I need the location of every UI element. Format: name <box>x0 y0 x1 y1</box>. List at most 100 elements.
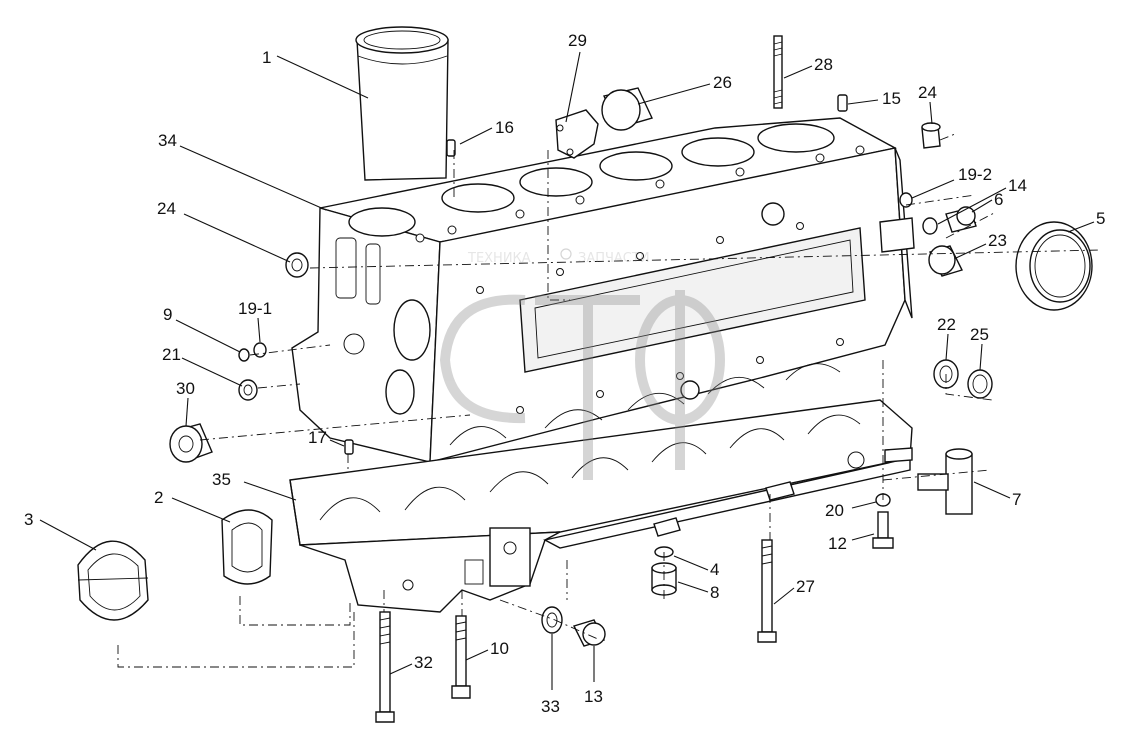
callout-15-label: 15 <box>882 89 901 108</box>
callout-7-label: 7 <box>1012 490 1021 509</box>
watermark-text-right: ЗАПЧАСТИ <box>578 251 650 266</box>
callout-34-label: 34 <box>158 131 177 150</box>
callout-25-label: 25 <box>970 325 989 344</box>
bearing-frame-part <box>289 399 913 613</box>
callout-29: 29 <box>565 31 587 123</box>
bolt-12 <box>872 511 894 549</box>
callout-26: 26 <box>637 73 732 105</box>
callout-12-label: 12 <box>828 534 847 553</box>
callout-8-label: 8 <box>710 583 719 602</box>
bearing-shell-3 <box>77 540 149 621</box>
engine-block-part <box>291 117 915 463</box>
callout-27: 27 <box>773 577 815 605</box>
callout-13-label: 13 <box>584 687 603 706</box>
callout-30-label: 30 <box>176 379 195 398</box>
callout-28: 28 <box>783 55 833 79</box>
callout-24-right: 24 <box>918 83 937 125</box>
gear-icon <box>560 248 572 260</box>
callout-8: 8 <box>677 581 719 602</box>
callout-32-label: 32 <box>414 653 433 672</box>
callout-20: 20 <box>825 501 877 520</box>
cap-clip-right <box>765 481 795 501</box>
plug-cap-26 <box>601 87 653 131</box>
callout-35-label: 35 <box>212 470 231 489</box>
callout-4: 4 <box>673 555 719 579</box>
callout-19-1-label: 19-1 <box>238 299 272 318</box>
plug-24-right <box>921 122 941 149</box>
callout-25: 25 <box>970 325 989 371</box>
callout-23: 23 <box>955 231 1007 259</box>
callout-33-label: 33 <box>541 697 560 716</box>
cup-plug-23 <box>928 245 963 277</box>
callout-13: 13 <box>584 646 603 706</box>
callout-14: 14 <box>937 176 1027 225</box>
callout-17-label: 17 <box>308 428 327 447</box>
callout-10-label: 10 <box>490 639 509 658</box>
dowel-pin-17 <box>344 439 354 455</box>
washer-19-2 <box>899 192 913 208</box>
callout-19-1: 19-1 <box>238 299 272 343</box>
assembly-axes <box>117 133 1101 668</box>
cap-clip-left <box>653 517 681 537</box>
bolt-10 <box>451 615 471 699</box>
callout-23-label: 23 <box>988 231 1007 250</box>
callout-3: 3 <box>24 510 97 551</box>
dowel-pin-16 <box>446 139 456 157</box>
callout-26-label: 26 <box>713 73 732 92</box>
callout-15: 15 <box>847 89 901 108</box>
callout-19-2: 19-2 <box>911 165 992 199</box>
callout-33: 33 <box>541 634 560 716</box>
plug-21 <box>238 379 258 401</box>
cylinder-liner-part <box>355 26 449 181</box>
callout-22-label: 22 <box>937 315 956 334</box>
washer-19-1 <box>253 342 267 358</box>
callout-5-label: 5 <box>1096 209 1105 228</box>
seal-30 <box>169 423 213 463</box>
pipe-7 <box>917 448 973 515</box>
callout-2: 2 <box>154 488 231 523</box>
callout-27-label: 27 <box>796 577 815 596</box>
callout-34: 34 <box>158 131 327 211</box>
washer-9 <box>238 348 250 362</box>
callout-1: 1 <box>262 48 369 99</box>
callout-12: 12 <box>828 533 875 553</box>
callout-16-label: 16 <box>495 118 514 137</box>
callout-9: 9 <box>163 305 241 353</box>
callout-20-label: 20 <box>825 501 844 520</box>
callout-24-left: 24 <box>157 199 291 263</box>
callout-10: 10 <box>465 639 509 661</box>
callout-35: 35 <box>212 470 297 501</box>
rear-seal-5 <box>1015 221 1093 311</box>
callout-4-label: 4 <box>710 560 719 579</box>
callout-30: 30 <box>176 379 195 427</box>
bush-25 <box>967 369 993 399</box>
callout-28-label: 28 <box>814 55 833 74</box>
callout-19-2-label: 19-2 <box>958 165 992 184</box>
callout-7: 7 <box>973 481 1021 509</box>
callout-14-label: 14 <box>1008 176 1027 195</box>
callout-9-label: 9 <box>163 305 172 324</box>
callout-3-label: 3 <box>24 510 33 529</box>
water-elbow-29 <box>555 109 599 159</box>
callout-1-label: 1 <box>262 48 271 67</box>
callout-6-label: 6 <box>994 190 1003 209</box>
callout-21-label: 21 <box>162 345 181 364</box>
callout-32: 32 <box>389 653 433 675</box>
callout-24-right-label: 24 <box>918 83 937 102</box>
washer-14 <box>922 217 938 235</box>
callout-21: 21 <box>162 345 243 387</box>
plug-6 <box>945 206 977 233</box>
washer-33 <box>541 606 563 634</box>
callout-6: 6 <box>971 190 1003 213</box>
callout-17: 17 <box>308 428 345 447</box>
thrust-washer-2 <box>221 509 273 585</box>
callout-29-label: 29 <box>568 31 587 50</box>
stud-28 <box>773 35 783 109</box>
watermark: ТЕХНИКА ЗАПЧАСТИ <box>439 248 725 480</box>
callout-16: 16 <box>459 118 514 145</box>
bolt-32 <box>375 611 395 723</box>
plug-24-left <box>285 252 309 278</box>
watermark-logo-image <box>439 290 725 480</box>
